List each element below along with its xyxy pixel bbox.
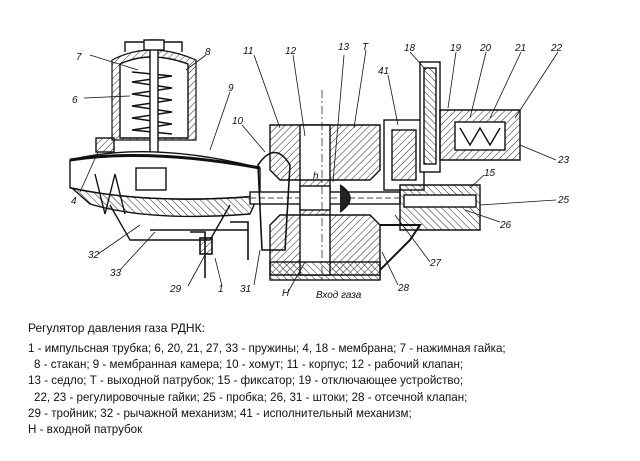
- label-27: 27: [429, 258, 442, 269]
- legend-line: Н - входной патрубок: [28, 423, 143, 437]
- label-22: 22: [550, 43, 563, 54]
- label-9: 9: [228, 83, 234, 94]
- label-12: 12: [285, 46, 297, 57]
- label-11: 11: [243, 46, 253, 57]
- label-21: 21: [514, 43, 526, 54]
- label-H: H: [282, 288, 290, 299]
- label-25: 25: [557, 195, 570, 206]
- label-20: 20: [479, 43, 492, 54]
- label-13: 13: [338, 42, 350, 53]
- figure-caption: Регулятор давления газа РДНК:: [28, 321, 205, 335]
- label-23: 23: [557, 155, 570, 166]
- legend-line: 22, 23 - регулировочные гайки; 25 - проб…: [34, 390, 468, 404]
- leader-lines: [79, 49, 559, 293]
- label-19: 19: [450, 43, 462, 54]
- label-7: 7: [76, 52, 82, 63]
- label-1: 1: [218, 284, 224, 295]
- label-6: 6: [72, 95, 78, 106]
- label-29: 29: [169, 284, 182, 295]
- legend-line: 8 - стакан; 9 - мембранная камера; 10 - …: [34, 358, 464, 372]
- valve-body: [249, 90, 401, 281]
- label-10: 10: [232, 116, 244, 127]
- label-h: h: [313, 171, 319, 182]
- label-31: 31: [240, 284, 251, 295]
- label-26: 26: [499, 220, 512, 231]
- label-8: 8: [205, 47, 211, 58]
- legend-line: 13 - седло; Т - выходной патрубок; 15 - …: [28, 374, 464, 388]
- label-18: 18: [404, 43, 416, 54]
- part-labels: 7 6 8 9 10 11 12 13 T 18 41 19 20 21 22 …: [71, 42, 570, 301]
- legend-line: 29 - тройник; 32 - рычажной механизм; 41…: [28, 406, 412, 420]
- legend-line: 1 - импульсная трубка; 6, 20, 21, 27, 33…: [28, 342, 506, 355]
- impulse-tube: [150, 221, 249, 278]
- shutoff-device: [379, 61, 521, 271]
- label-33: 33: [110, 268, 122, 279]
- label-T: T: [362, 42, 369, 53]
- label-32: 32: [88, 250, 100, 261]
- label-gas-inlet: Вход газа: [316, 290, 362, 301]
- label-15: 15: [484, 168, 496, 179]
- figure-legend: 1 - импульсная трубка; 6, 20, 21, 27, 33…: [28, 341, 612, 438]
- membrane-housing: [69, 39, 261, 241]
- label-41: 41: [378, 66, 389, 77]
- label-4: 4: [71, 196, 77, 207]
- label-28: 28: [397, 283, 410, 294]
